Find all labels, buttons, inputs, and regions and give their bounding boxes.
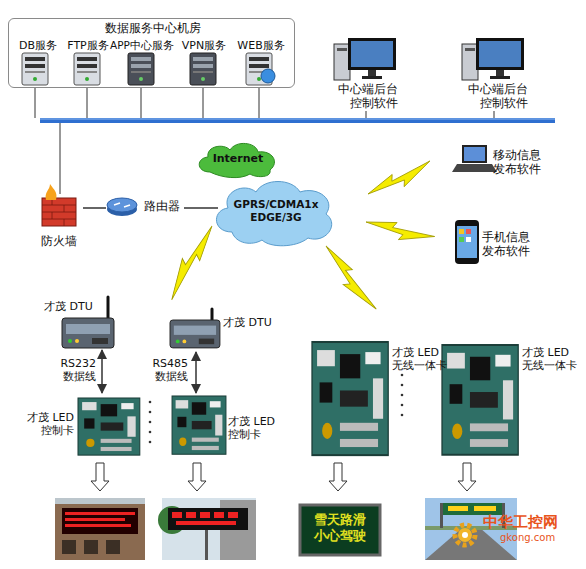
led-screen-text: 雪天路滑 小心驾驶 xyxy=(310,512,370,544)
dtu-device xyxy=(170,309,220,348)
node-label: GPRS/CDMA1x EDGE/3G xyxy=(228,198,324,224)
edge-label: RS232 数据线 xyxy=(52,357,96,384)
down-arrow xyxy=(91,463,109,491)
down-arrow xyxy=(329,463,347,491)
server-icon xyxy=(190,53,216,85)
lightning-bolt xyxy=(161,222,219,302)
network-bus xyxy=(40,118,555,123)
node-label: 才茂 LED 控制卡 xyxy=(20,411,74,438)
server-node: FTP服务 xyxy=(63,37,113,87)
server-node: VPN服务 xyxy=(177,37,231,87)
router-icon xyxy=(107,198,137,216)
led-screen-photo xyxy=(55,498,145,560)
computer-icon xyxy=(462,38,524,80)
node-label: DB服务 xyxy=(13,39,63,52)
mobile-software: 移动信息 发布软件 xyxy=(455,143,550,183)
watermark: gkong.com xyxy=(500,532,576,544)
led-screen-photo xyxy=(158,498,256,560)
node-label: Internet xyxy=(198,152,278,165)
node-label: 路由器 xyxy=(144,199,184,213)
phone-icon xyxy=(455,220,479,264)
connector xyxy=(184,207,218,209)
internet-node: Internet xyxy=(198,143,278,177)
node-label: WEB服务 xyxy=(233,39,289,52)
lightning-bolt xyxy=(319,241,378,316)
firewall-icon xyxy=(42,184,76,226)
laptop-icon xyxy=(452,145,497,172)
watermark: 中华工控网 xyxy=(483,513,583,531)
wireless-led-card: 才茂 LED 无线一体卡 xyxy=(308,338,453,458)
server-node: APP中心服务 xyxy=(109,37,175,87)
bus-highlight xyxy=(40,119,555,120)
node-label: 中心端后台 控制软件 xyxy=(464,82,528,110)
watermark-gear xyxy=(455,525,475,545)
led-control-card: 才茂 LED 控制卡 xyxy=(170,393,285,457)
globe-icon xyxy=(261,69,275,83)
server-icon xyxy=(128,53,154,85)
down-arrow xyxy=(458,463,476,491)
wireless-led-card: 才茂 LED 无线一体卡 xyxy=(438,338,583,458)
server-icon xyxy=(74,53,100,85)
node-label: 防火墙 xyxy=(35,234,83,248)
led-control-card: 才茂 LED 控制卡 xyxy=(18,393,143,457)
node-label: 中心端后台 控制软件 xyxy=(334,82,398,110)
wireless-card xyxy=(312,342,388,455)
dtu-node: 才茂 DTU xyxy=(165,308,285,352)
node-label: APP中心服务 xyxy=(109,39,175,52)
datacenter-group: 数据服务中心机房 DB服务FTP服务APP中心服务VPN服务WEB服务 xyxy=(8,18,295,88)
node-label: 手机信息 发布软件 xyxy=(482,230,534,258)
node-label: 才茂 LED 无线一体卡 xyxy=(522,346,580,373)
connector xyxy=(101,350,103,393)
phone-software: 手机信息 发布软件 xyxy=(452,218,546,268)
control-pc: 中心端后台 控制软件 xyxy=(322,36,406,112)
server-node: DB服务 xyxy=(13,37,63,87)
bus-drop-lines xyxy=(35,88,494,194)
edge-label: RS485 数据线 xyxy=(144,357,188,384)
computer-icon xyxy=(334,38,396,80)
led-screen-photo xyxy=(300,505,380,555)
node-label: 才茂 DTU xyxy=(44,300,106,313)
control-pc: 中心端后台 控制软件 xyxy=(448,36,538,112)
node-label: 移动信息 发布软件 xyxy=(493,148,545,176)
dtu-node: 才茂 DTU xyxy=(40,292,122,350)
server-node: WEB服务 xyxy=(233,37,289,87)
lightning-bolt xyxy=(365,158,435,201)
firewall-node: 防火墙 xyxy=(35,192,83,250)
connector xyxy=(195,352,197,393)
wireless-cloud xyxy=(216,182,331,246)
wireless-network: GPRS/CDMA1x EDGE/3G xyxy=(218,180,333,242)
down-arrow xyxy=(188,463,206,491)
ellipsis-dots xyxy=(149,374,404,444)
server-icon xyxy=(22,53,48,85)
connector xyxy=(83,207,106,209)
router-node: 路由器 xyxy=(106,196,184,218)
led-control-card xyxy=(172,396,226,454)
node-label: 才茂 DTU xyxy=(223,316,285,329)
node-label: 才茂 LED 控制卡 xyxy=(228,415,282,442)
wireless-card xyxy=(442,345,518,455)
led-control-card xyxy=(78,398,140,455)
node-label: VPN服务 xyxy=(177,39,231,52)
node-label: 才茂 LED 无线一体卡 xyxy=(392,346,450,373)
node-label: FTP服务 xyxy=(63,39,113,52)
lightning-bolt xyxy=(364,214,436,249)
node-label: 数据服务中心机房 xyxy=(9,21,296,36)
